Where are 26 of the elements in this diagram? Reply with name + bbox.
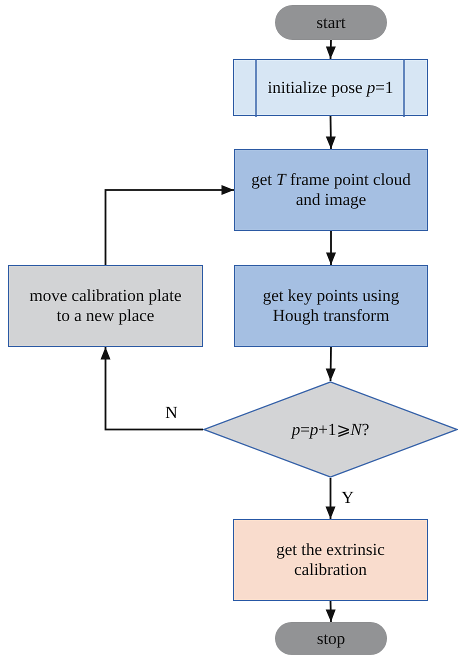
node-text: start (316, 12, 346, 32)
node-text: p=p+1⩾N? (292, 420, 370, 440)
node-text: initialize pose p=1 (268, 78, 394, 98)
node-text: get the extrinsic calibration (275, 540, 386, 580)
process-box (233, 519, 428, 601)
node-text: move calibration plate to a new place (28, 286, 182, 326)
arrow (326, 116, 336, 150)
process-box (8, 265, 203, 347)
node-text: get key points using Hough transform (262, 286, 400, 326)
node-text: stop (316, 628, 346, 648)
node-text: get T frame point cloud and image (250, 170, 412, 210)
terminal-node (275, 622, 387, 655)
edge-label: Y (340, 488, 355, 506)
terminal-node (275, 5, 387, 40)
arrow (100, 347, 203, 430)
decision-diamond (203, 381, 458, 478)
edge-label: N (164, 404, 179, 420)
subroutine-box (233, 59, 428, 116)
process-box (234, 265, 428, 347)
arrow (326, 40, 336, 60)
arrow (326, 231, 336, 265)
arrow (325, 478, 336, 519)
arrow (104, 184, 234, 265)
process-box (234, 149, 428, 231)
arrow (326, 600, 336, 622)
arrow (326, 346, 336, 382)
